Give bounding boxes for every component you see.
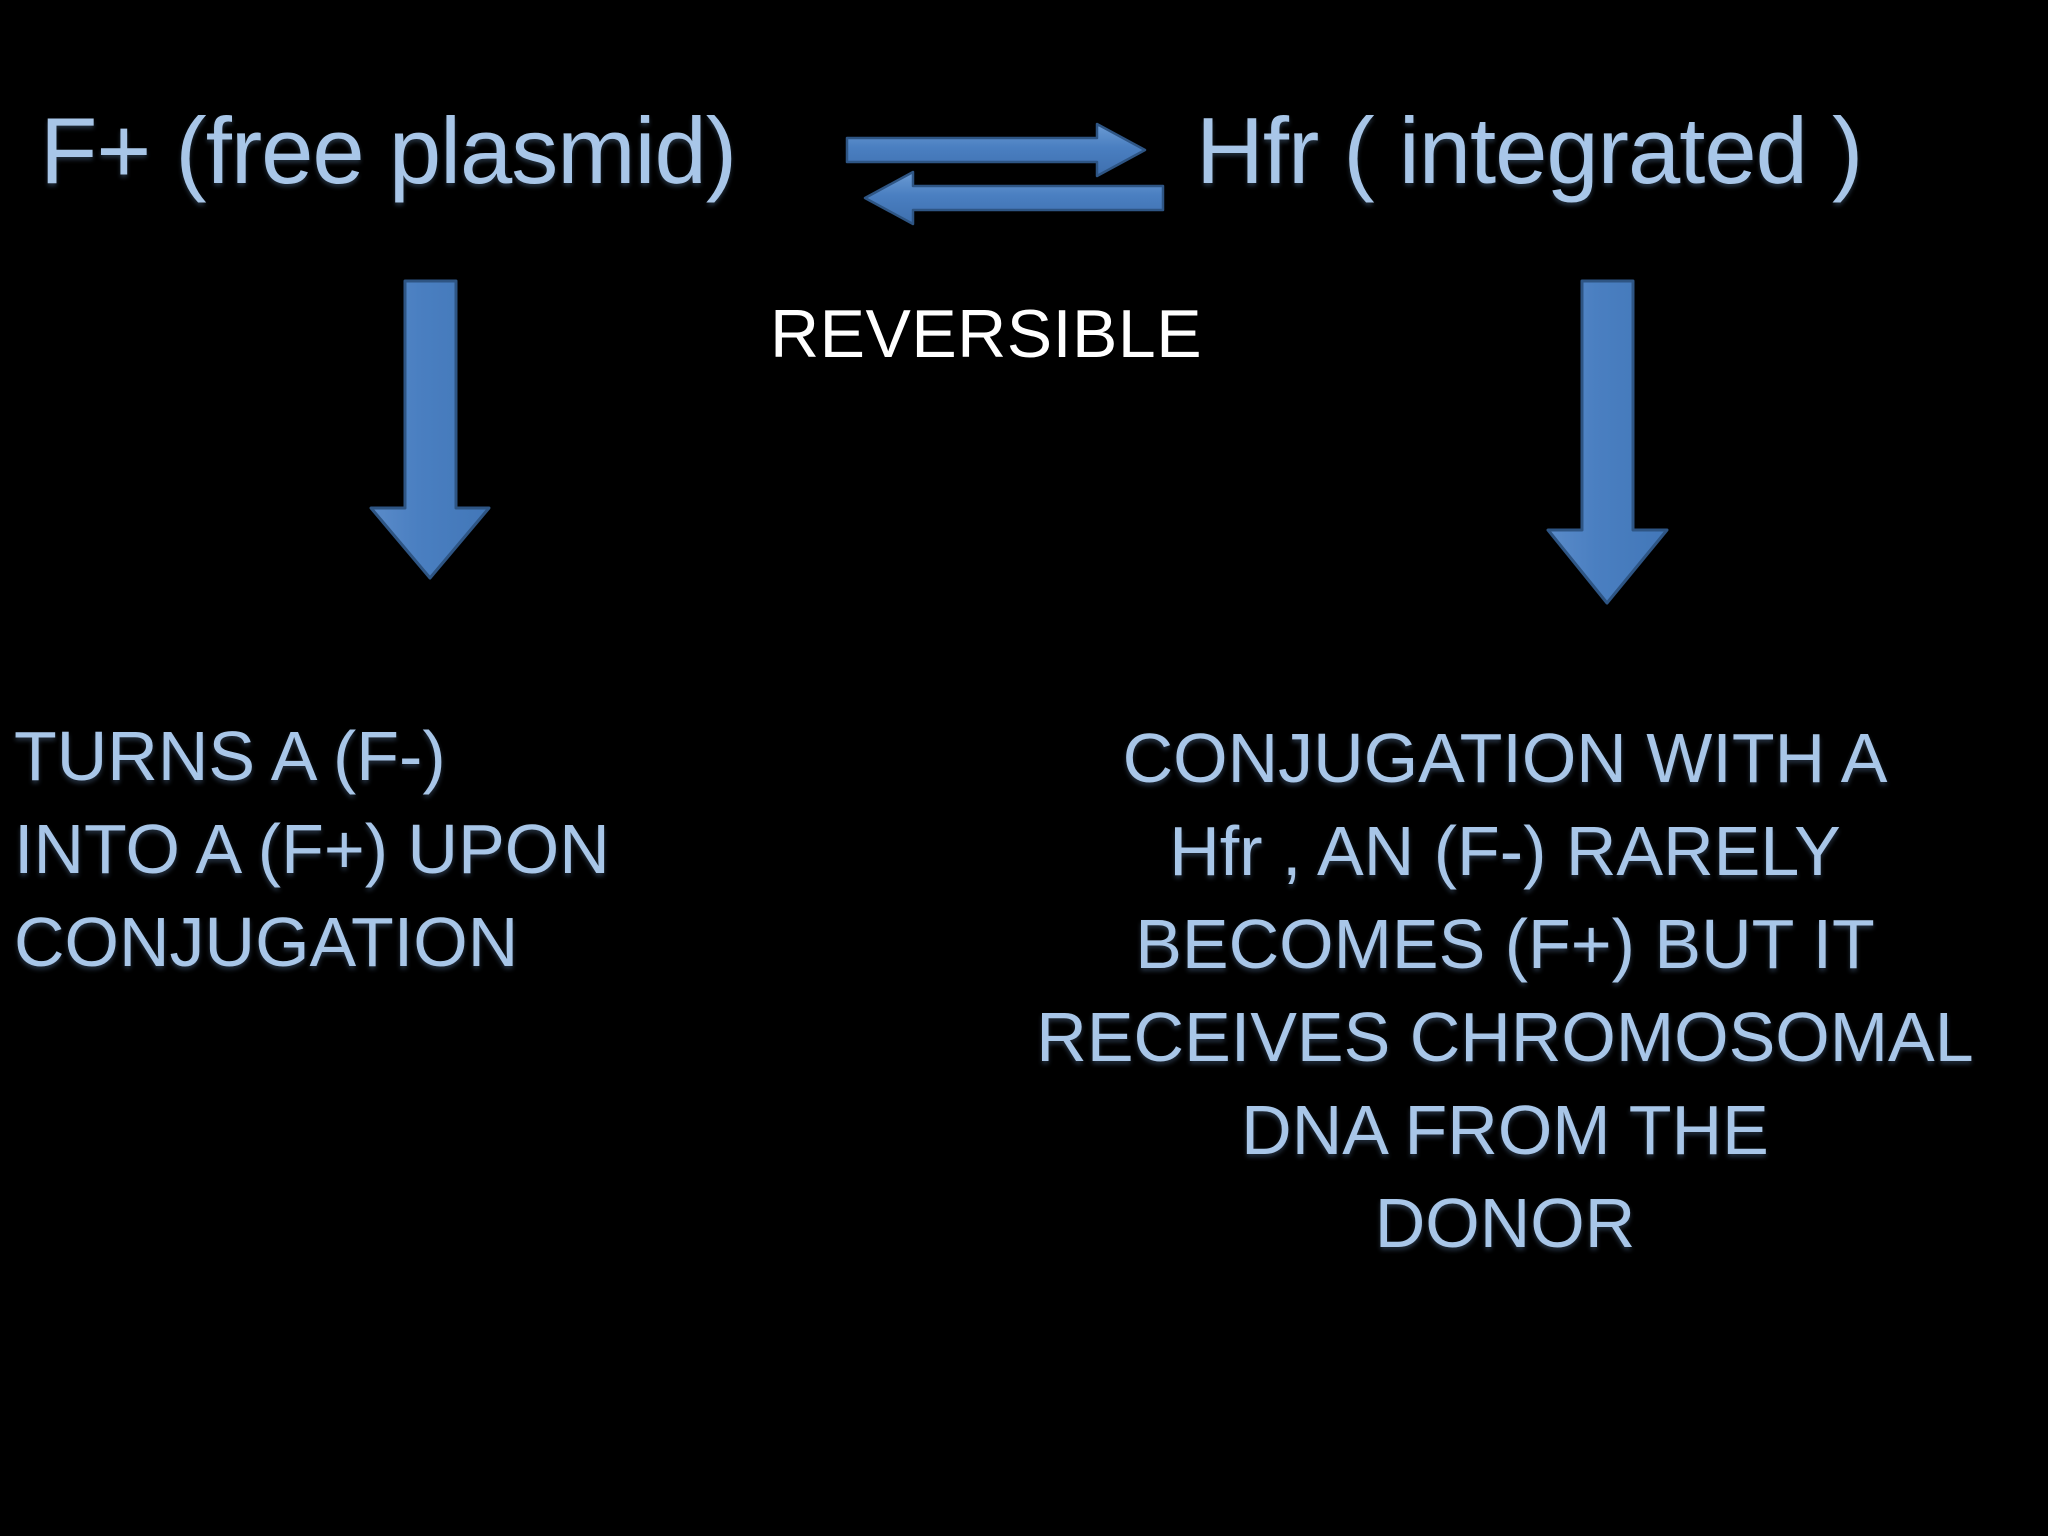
- left-block-line-2: INTO A (F+) UPON: [14, 810, 610, 889]
- left-block-line-1: TURNS A (F-): [14, 717, 446, 795]
- arrow-left-icon: [863, 170, 1165, 226]
- double-horizontal-arrow-icon: [845, 120, 1175, 230]
- arrow-right-icon: [845, 122, 1147, 178]
- right-block-line-6: DONOR: [1374, 1184, 1636, 1263]
- reversible-caption: REVERSIBLE: [770, 296, 1203, 372]
- right-block-line-1: CONJUGATION WITH A: [1122, 719, 1888, 797]
- hfr-integrated-label: Hfr ( integrated ): [1196, 98, 1863, 203]
- right-description-block: CONJUGATION WITH A Hfr , AN (F-) RARELY …: [970, 712, 2040, 1271]
- down-arrow-icon-right: [1545, 278, 1695, 613]
- right-block-line-3: BECOMES (F+) BUT IT: [1135, 905, 1875, 984]
- f-plus-free-plasmid-label: F+ (free plasmid): [40, 98, 737, 203]
- left-block-line-3: CONJUGATION: [14, 903, 519, 982]
- left-description-block: TURNS A (F-) INTO A (F+) UPON CONJUGATIO…: [14, 710, 774, 989]
- right-block-line-5: DNA FROM THE: [1241, 1091, 1769, 1170]
- right-block-line-4: RECEIVES CHROMOSOMAL: [1036, 998, 1974, 1077]
- right-block-line-2: Hfr , AN (F-) RARELY: [1169, 812, 1841, 891]
- down-arrow-icon-left: [355, 278, 505, 588]
